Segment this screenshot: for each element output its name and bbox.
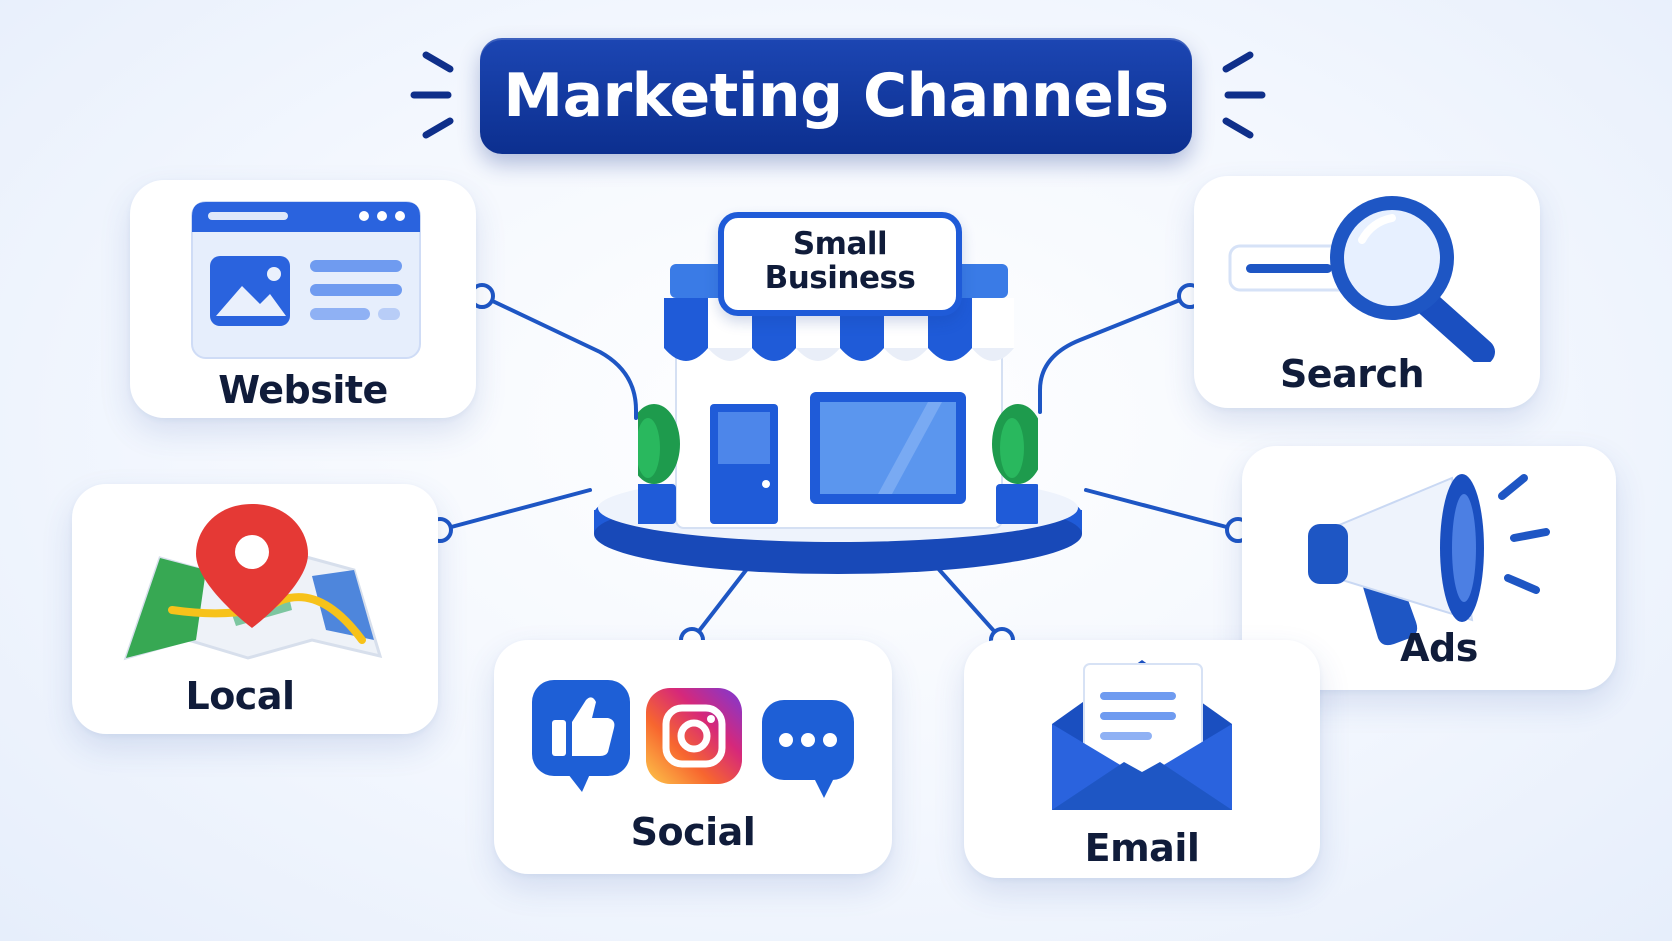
chat-bubble-icon: [762, 700, 854, 798]
title-right-rays: [1222, 51, 1266, 139]
email-card[interactable]: Email: [964, 640, 1320, 878]
social-label: Social: [630, 810, 756, 854]
browser-window-icon: [191, 201, 421, 359]
page-title: Marketing Channels: [503, 61, 1169, 131]
email-label: Email: [1084, 826, 1200, 870]
search-card[interactable]: Search: [1194, 176, 1540, 408]
website-label: Website: [218, 368, 388, 412]
instagram-icon: [646, 688, 742, 784]
search-label: Search: [1279, 352, 1425, 396]
connector-email: [933, 563, 1004, 642]
store-sign-line1: Small: [792, 226, 888, 262]
social-card[interactable]: Social: [494, 640, 892, 874]
store-sign: Small Business: [718, 212, 962, 316]
title-left-rays: [410, 51, 454, 139]
title-banner: Marketing Channels: [480, 38, 1192, 154]
thumbs-up-icon: [532, 680, 630, 792]
store-sign-line2: Business: [764, 260, 916, 296]
ads-label: Ads: [1400, 626, 1478, 670]
connector-social: [690, 563, 752, 642]
map-pin-icon: [123, 504, 383, 661]
megaphone-icon: [1308, 474, 1550, 646]
connector-search: [1038, 294, 1192, 414]
local-label: Local: [185, 674, 295, 718]
connector-website: [480, 294, 638, 420]
connector-ads: [1084, 488, 1240, 532]
ads-card[interactable]: Ads: [1242, 446, 1616, 690]
local-card[interactable]: Local: [72, 484, 438, 734]
magnifier-icon: [1228, 196, 1495, 362]
connector-local: [438, 488, 592, 532]
website-card[interactable]: Website: [130, 180, 476, 418]
envelope-icon: [1052, 660, 1232, 810]
